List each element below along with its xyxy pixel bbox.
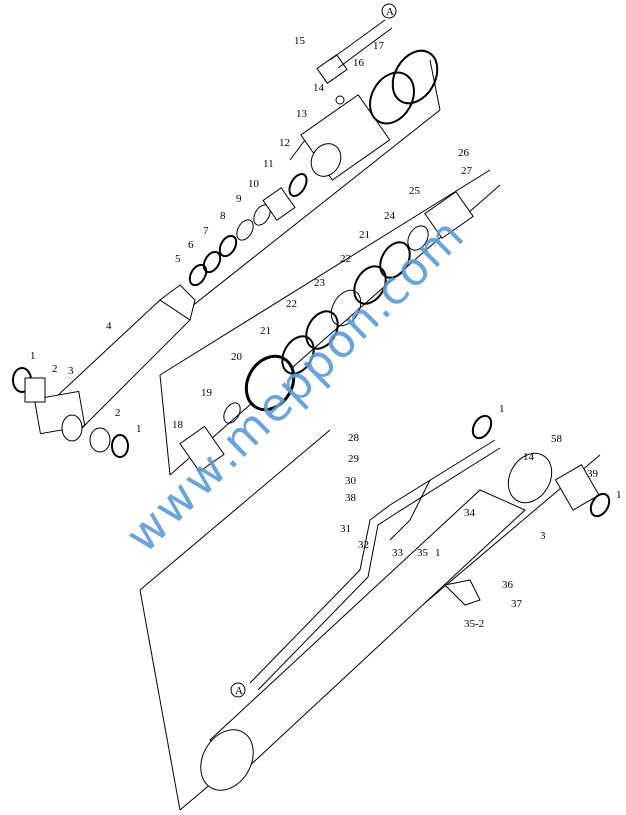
part-label: 21 [359, 229, 370, 241]
part-label: 6 [188, 239, 194, 251]
piston-parts [179, 191, 474, 473]
part-label: 4 [106, 320, 112, 332]
part-label: 58 [551, 433, 563, 445]
part-label: 27 [461, 165, 473, 177]
part-label: 30 [345, 475, 357, 487]
part-label: 24 [384, 210, 396, 222]
part-label: 36 [502, 579, 514, 591]
reference-a-label: A [235, 685, 243, 697]
part-label: 38 [345, 492, 357, 504]
part-label: 11 [263, 158, 274, 170]
pipe [230, 3, 501, 698]
part-label: 28 [348, 432, 360, 444]
seal-rings-upper [188, 173, 308, 287]
part-label: 17 [373, 40, 385, 52]
part-label: 19 [201, 387, 213, 399]
part-label: 29 [348, 453, 360, 465]
part-label: 22 [286, 298, 297, 310]
part-label: 13 [296, 108, 308, 120]
part-label: 2 [115, 407, 121, 419]
piston-rod [33, 284, 196, 442]
part-label: 18 [172, 419, 184, 431]
part-label: 14 [523, 451, 535, 463]
part-label: 25 [409, 185, 421, 197]
part-label: 1 [616, 489, 622, 501]
part-label: 20 [231, 351, 243, 363]
part-label: 34 [464, 507, 476, 519]
part-label: 22 [340, 253, 351, 265]
rod-end-parts [12, 367, 129, 458]
part-label: 35-2 [464, 618, 484, 630]
part-label: 15 [294, 35, 306, 47]
part-label: 26 [458, 147, 470, 159]
cylinder-tube [200, 414, 611, 791]
part-label: 37 [511, 598, 523, 610]
part-label: 12 [279, 137, 290, 149]
part-label: 14 [313, 82, 325, 94]
part-label: 3 [540, 530, 546, 542]
part-label: 1 [136, 423, 142, 435]
part-label: 8 [220, 210, 226, 222]
part-label: 32 [358, 539, 369, 551]
part-labels: 1 2 3 4 2 1 5 6 7 8 9 10 11 12 13 14 15 … [30, 6, 622, 697]
part-label: 23 [314, 277, 326, 289]
part-label: 3 [68, 365, 74, 377]
reference-a-label: A [386, 6, 394, 18]
part-label: 1 [435, 547, 441, 559]
part-label: 2 [52, 363, 58, 375]
part-label: 21 [260, 325, 271, 337]
part-label: 9 [236, 193, 242, 205]
part-label: 10 [248, 178, 260, 190]
part-label: 16 [353, 57, 365, 69]
part-label: 1 [499, 403, 505, 415]
part-label: 39 [587, 468, 599, 480]
part-label: 31 [340, 523, 351, 535]
part-label: 33 [392, 547, 404, 559]
part-label: 1 [30, 350, 36, 362]
part-label: 5 [175, 253, 181, 265]
part-label: 35 [417, 547, 429, 559]
part-label: 7 [203, 225, 209, 237]
